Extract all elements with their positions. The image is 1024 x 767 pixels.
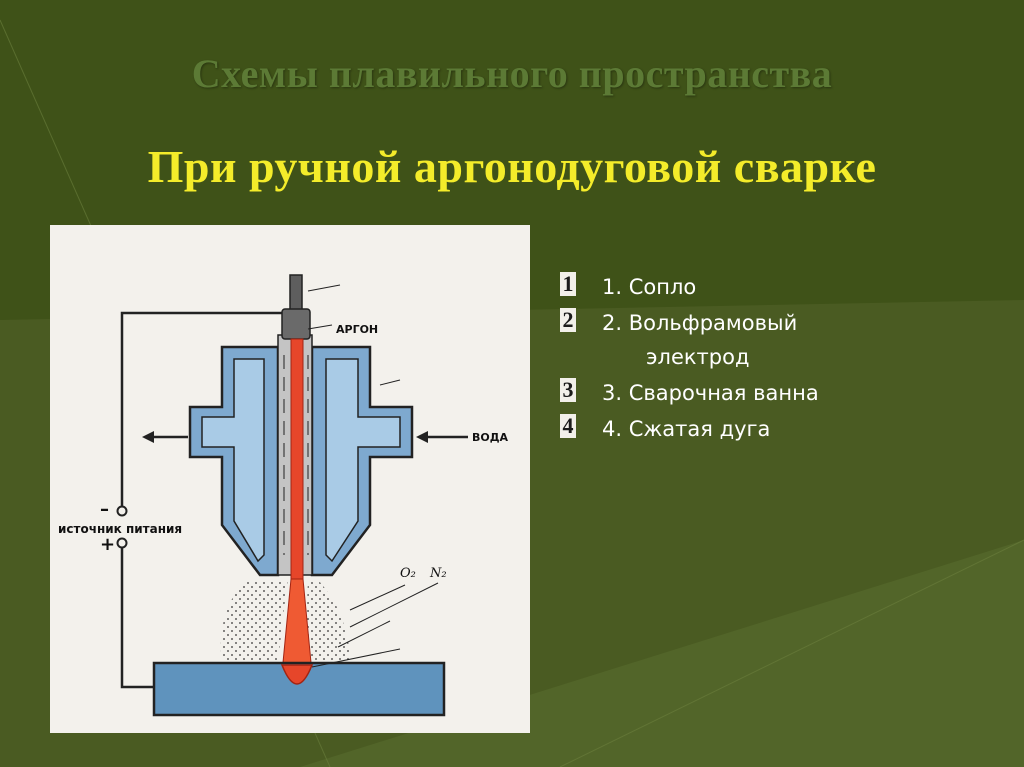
weld-pool (280, 664, 314, 685)
slide-subtitle: При ручной аргонодуговой сварке (147, 141, 877, 192)
legend-list: 1 1. Сопло 2 2. Вольфрамовый электрод 3 … (560, 270, 980, 448)
terminal-plus (116, 537, 128, 549)
leader-holder (307, 284, 341, 292)
legend-item-text: 1. Сопло (602, 275, 697, 299)
welding-torch-diagram: – + источник питания АРГОН ВОДА O₂ N₂ (50, 225, 530, 733)
water-channel-right (325, 358, 401, 563)
o2-label: O₂ (400, 566, 416, 581)
water-label: ВОДА (472, 431, 509, 444)
water-out-arrowhead (142, 431, 154, 443)
gas-cloud-left (220, 580, 288, 665)
n2-label: N₂ (429, 566, 447, 581)
argon-label: АРГОН (336, 323, 378, 336)
gas-cloud-right (307, 580, 350, 665)
leader-n2 (349, 582, 439, 628)
electrode-holder-top (289, 274, 303, 312)
legend-item-text: 2. Вольфрамовый электрод (602, 306, 902, 374)
legend-item-nozzle: 1 1. Сопло (560, 270, 980, 306)
legend-marker: 2 (560, 308, 576, 332)
water-in-arrowhead (416, 431, 428, 443)
leader-gas (337, 620, 391, 648)
legend-item-text: 3. Сварочная ванна (602, 381, 819, 405)
legend-marker: 4 (560, 414, 576, 438)
tungsten-electrode (290, 338, 304, 580)
minus-sign: – (100, 499, 109, 520)
legend-item-electrode: 2 2. Вольфрамовый электрод (560, 306, 980, 376)
plus-sign: + (100, 534, 115, 555)
terminal-minus (116, 505, 128, 517)
leader-nozzle (379, 379, 401, 386)
legend-item-arc: 4 4. Сжатая дуга (560, 412, 980, 448)
water-channel-left (201, 358, 265, 563)
wire-minus (120, 311, 285, 507)
legend-item-text: 4. Сжатая дуга (602, 417, 771, 441)
legend-marker: 1 (560, 272, 576, 296)
legend-item-line2: электрод (646, 345, 750, 369)
electrode-holder (281, 308, 311, 340)
slide-title: Схемы плавильного пространства (191, 51, 833, 96)
leader-o2 (349, 584, 406, 611)
legend-item-weld-pool: 3 3. Сварочная ванна (560, 376, 980, 412)
legend-item-line1: 2. Вольфрамовый (602, 311, 798, 335)
leader-argon (307, 324, 333, 330)
legend-marker: 3 (560, 378, 576, 402)
power-source-label: источник питания (58, 522, 182, 536)
leader-pool (311, 648, 401, 668)
